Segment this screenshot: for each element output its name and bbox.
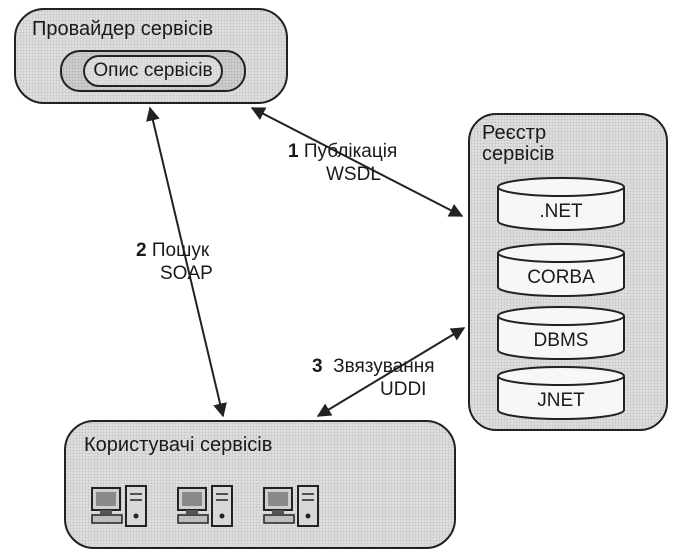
service-consumers-box: Користувачі сервісів [64,420,456,549]
database-label: .NET [539,201,583,222]
database-jnet: JNET [496,365,626,421]
publish-arrow [250,107,464,217]
database-label: CORBA [527,267,595,288]
database-cylinder-icon [497,177,625,231]
publish-label: 1 Публікація [288,141,398,162]
database-net: .NET [496,176,626,232]
publish-protocol-label: WSDL [326,164,381,185]
bind-protocol-label: UDDI [380,379,427,400]
bind-label: 3 Звязування [312,356,435,377]
database-label: JNET [537,390,585,411]
computer-icon [177,485,233,527]
computer-icon [263,485,319,527]
database-corba: CORBA [496,242,626,298]
service-description-box: Опис сервісів [60,50,246,92]
database-cylinder-icon [497,306,625,360]
database-cylinder-icon [497,243,625,297]
registry-title: Реєстр сервісів [482,122,555,165]
consumers-title: Користувачі сервісів [84,434,273,456]
provider-title: Провайдер сервісів [32,18,214,40]
computer-icon [91,485,147,527]
search-arrow [146,106,227,418]
database-label: DBMS [533,330,589,351]
search-label: 2 Пошук [136,240,210,261]
bind-arrow [316,327,466,417]
service-provider-box: Провайдер сервісів Опис сервісів [14,8,288,104]
database-cylinder-icon [497,366,625,420]
database-dbms: DBMS [496,305,626,361]
service-description-label: Опис сервісів [83,55,223,87]
search-protocol-label: SOAP [160,263,213,284]
